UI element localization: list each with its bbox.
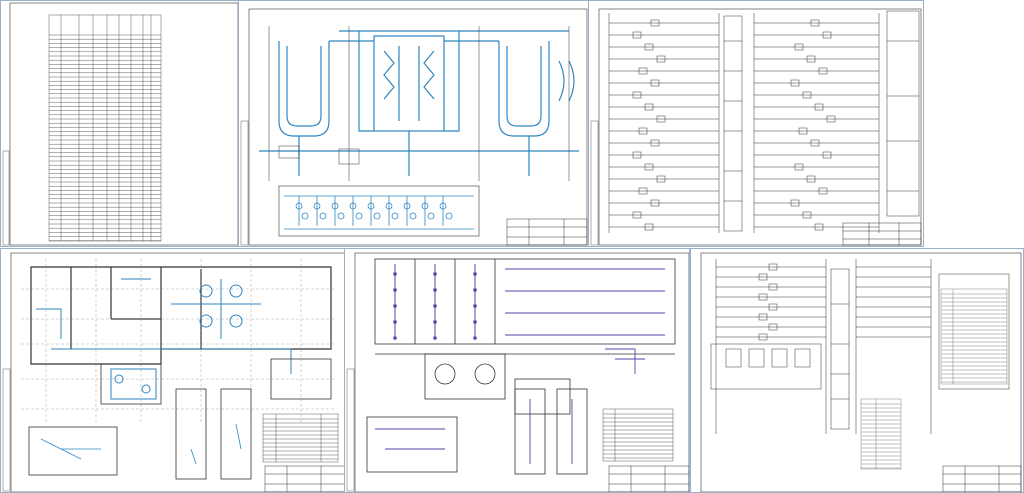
sheet-floor-plan[interactable] — [0, 248, 346, 493]
floor-plan-drawing — [2, 252, 345, 492]
sheet-layout-plan[interactable] — [344, 248, 690, 493]
control-schematic-drawing — [590, 8, 922, 246]
sheet-table[interactable] — [0, 0, 240, 247]
table-drawing — [2, 2, 239, 246]
electrical-schematic-drawing — [700, 252, 1022, 492]
sheet-control-schematic[interactable] — [588, 0, 924, 247]
process-flow-drawing — [240, 8, 588, 246]
layout-plan-drawing — [346, 252, 689, 492]
sheet-process-flow[interactable] — [238, 0, 590, 247]
sheet-electrical-schematic[interactable] — [690, 248, 1024, 493]
